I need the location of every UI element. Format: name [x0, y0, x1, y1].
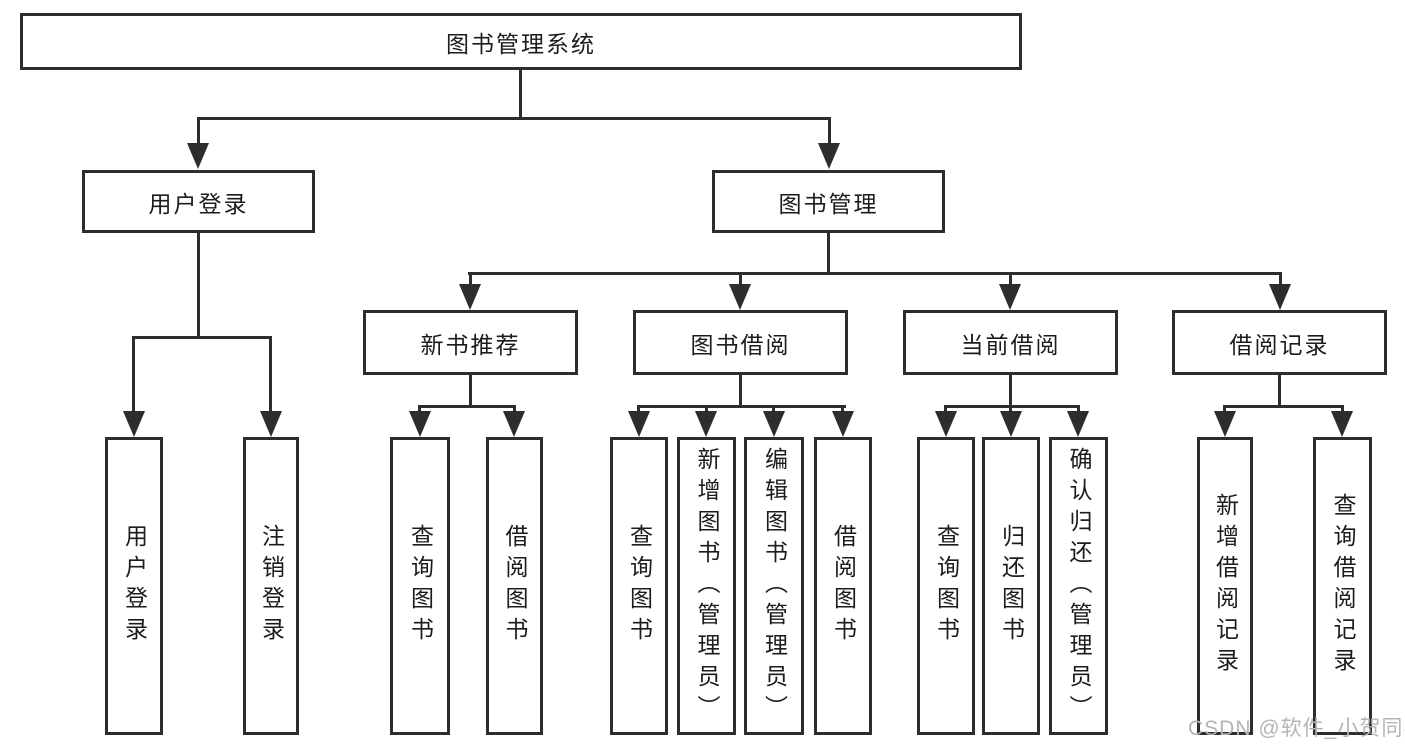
leaf-confirm-return-admin: 确认归还（管理员）	[1049, 437, 1108, 735]
connector-line	[418, 405, 516, 408]
arrow-down-icon	[409, 411, 431, 437]
connector-line	[132, 336, 272, 339]
arrow-down-icon	[763, 411, 785, 437]
leaf-query-books-borrow: 查询图书	[610, 437, 668, 735]
connector-line	[1278, 375, 1281, 408]
arrow-down-icon	[1269, 284, 1291, 310]
node-book-borrow: 图书借阅	[633, 310, 848, 375]
arrow-down-icon	[1331, 411, 1353, 437]
leaf-logout: 注销登录	[243, 437, 299, 735]
connector-line	[841, 405, 844, 413]
arrow-down-icon	[187, 143, 209, 169]
connector-line	[944, 405, 947, 413]
arrow-down-icon	[1000, 411, 1022, 437]
connector-line	[197, 117, 831, 120]
arrow-down-icon	[832, 411, 854, 437]
leaf-add-borrow-record: 新增借阅记录	[1197, 437, 1253, 735]
node-current-borrow: 当前借阅	[903, 310, 1118, 375]
connector-line	[197, 233, 200, 339]
arrow-down-icon	[503, 411, 525, 437]
connector-line	[827, 233, 830, 275]
connector-line	[944, 405, 1080, 408]
arrow-down-icon	[695, 411, 717, 437]
leaf-borrow-books: 借阅图书	[814, 437, 872, 735]
leaf-query-books-current: 查询图书	[917, 437, 975, 735]
connector-line	[637, 405, 640, 413]
connector-line	[739, 375, 742, 408]
arrow-down-icon	[628, 411, 650, 437]
arrow-down-icon	[1067, 411, 1089, 437]
connector-line	[705, 405, 708, 413]
csdn-watermark: CSDN @软件_小贺同学	[1188, 717, 1405, 740]
arrow-down-icon	[459, 284, 481, 310]
connector-line	[197, 117, 200, 145]
connector-line	[1077, 405, 1080, 413]
connector-line	[269, 336, 272, 414]
connector-line	[132, 336, 135, 414]
connector-line	[1223, 405, 1226, 413]
connector-line	[1009, 375, 1012, 408]
connector-line	[637, 405, 846, 408]
connector-line	[519, 70, 522, 120]
leaf-return-books: 归还图书	[982, 437, 1040, 735]
connector-line	[469, 272, 472, 286]
connector-line	[1279, 272, 1282, 286]
arrow-down-icon	[999, 284, 1021, 310]
connector-line	[468, 272, 1282, 275]
arrow-down-icon	[123, 411, 145, 437]
arrow-down-icon	[818, 143, 840, 169]
leaf-query-books-recommend: 查询图书	[390, 437, 450, 735]
connector-line	[513, 405, 516, 413]
node-borrow-record: 借阅记录	[1172, 310, 1387, 375]
connector-line	[1009, 272, 1012, 286]
node-new-book-recommend: 新书推荐	[363, 310, 578, 375]
connector-line	[1341, 405, 1344, 413]
arrow-down-icon	[260, 411, 282, 437]
arrow-down-icon	[935, 411, 957, 437]
arrow-down-icon	[729, 284, 751, 310]
leaf-user-login: 用户登录	[105, 437, 163, 735]
node-root: 图书管理系统	[20, 13, 1022, 70]
connector-line	[739, 272, 742, 286]
leaf-add-books-admin: 新增图书（管理员）	[677, 437, 736, 735]
connector-line	[469, 375, 472, 408]
connector-line	[772, 405, 775, 413]
arrow-down-icon	[1214, 411, 1236, 437]
leaf-query-borrow-record: 查询借阅记录	[1313, 437, 1372, 735]
leaf-edit-books-admin: 编辑图书（管理员）	[744, 437, 804, 735]
connector-line	[418, 405, 421, 413]
node-book-management: 图书管理	[712, 170, 945, 233]
connector-line	[828, 117, 831, 145]
connector-line	[1009, 405, 1012, 413]
leaf-borrow-books-recommend: 借阅图书	[486, 437, 543, 735]
connector-line	[1223, 405, 1344, 408]
node-user-login: 用户登录	[82, 170, 315, 233]
